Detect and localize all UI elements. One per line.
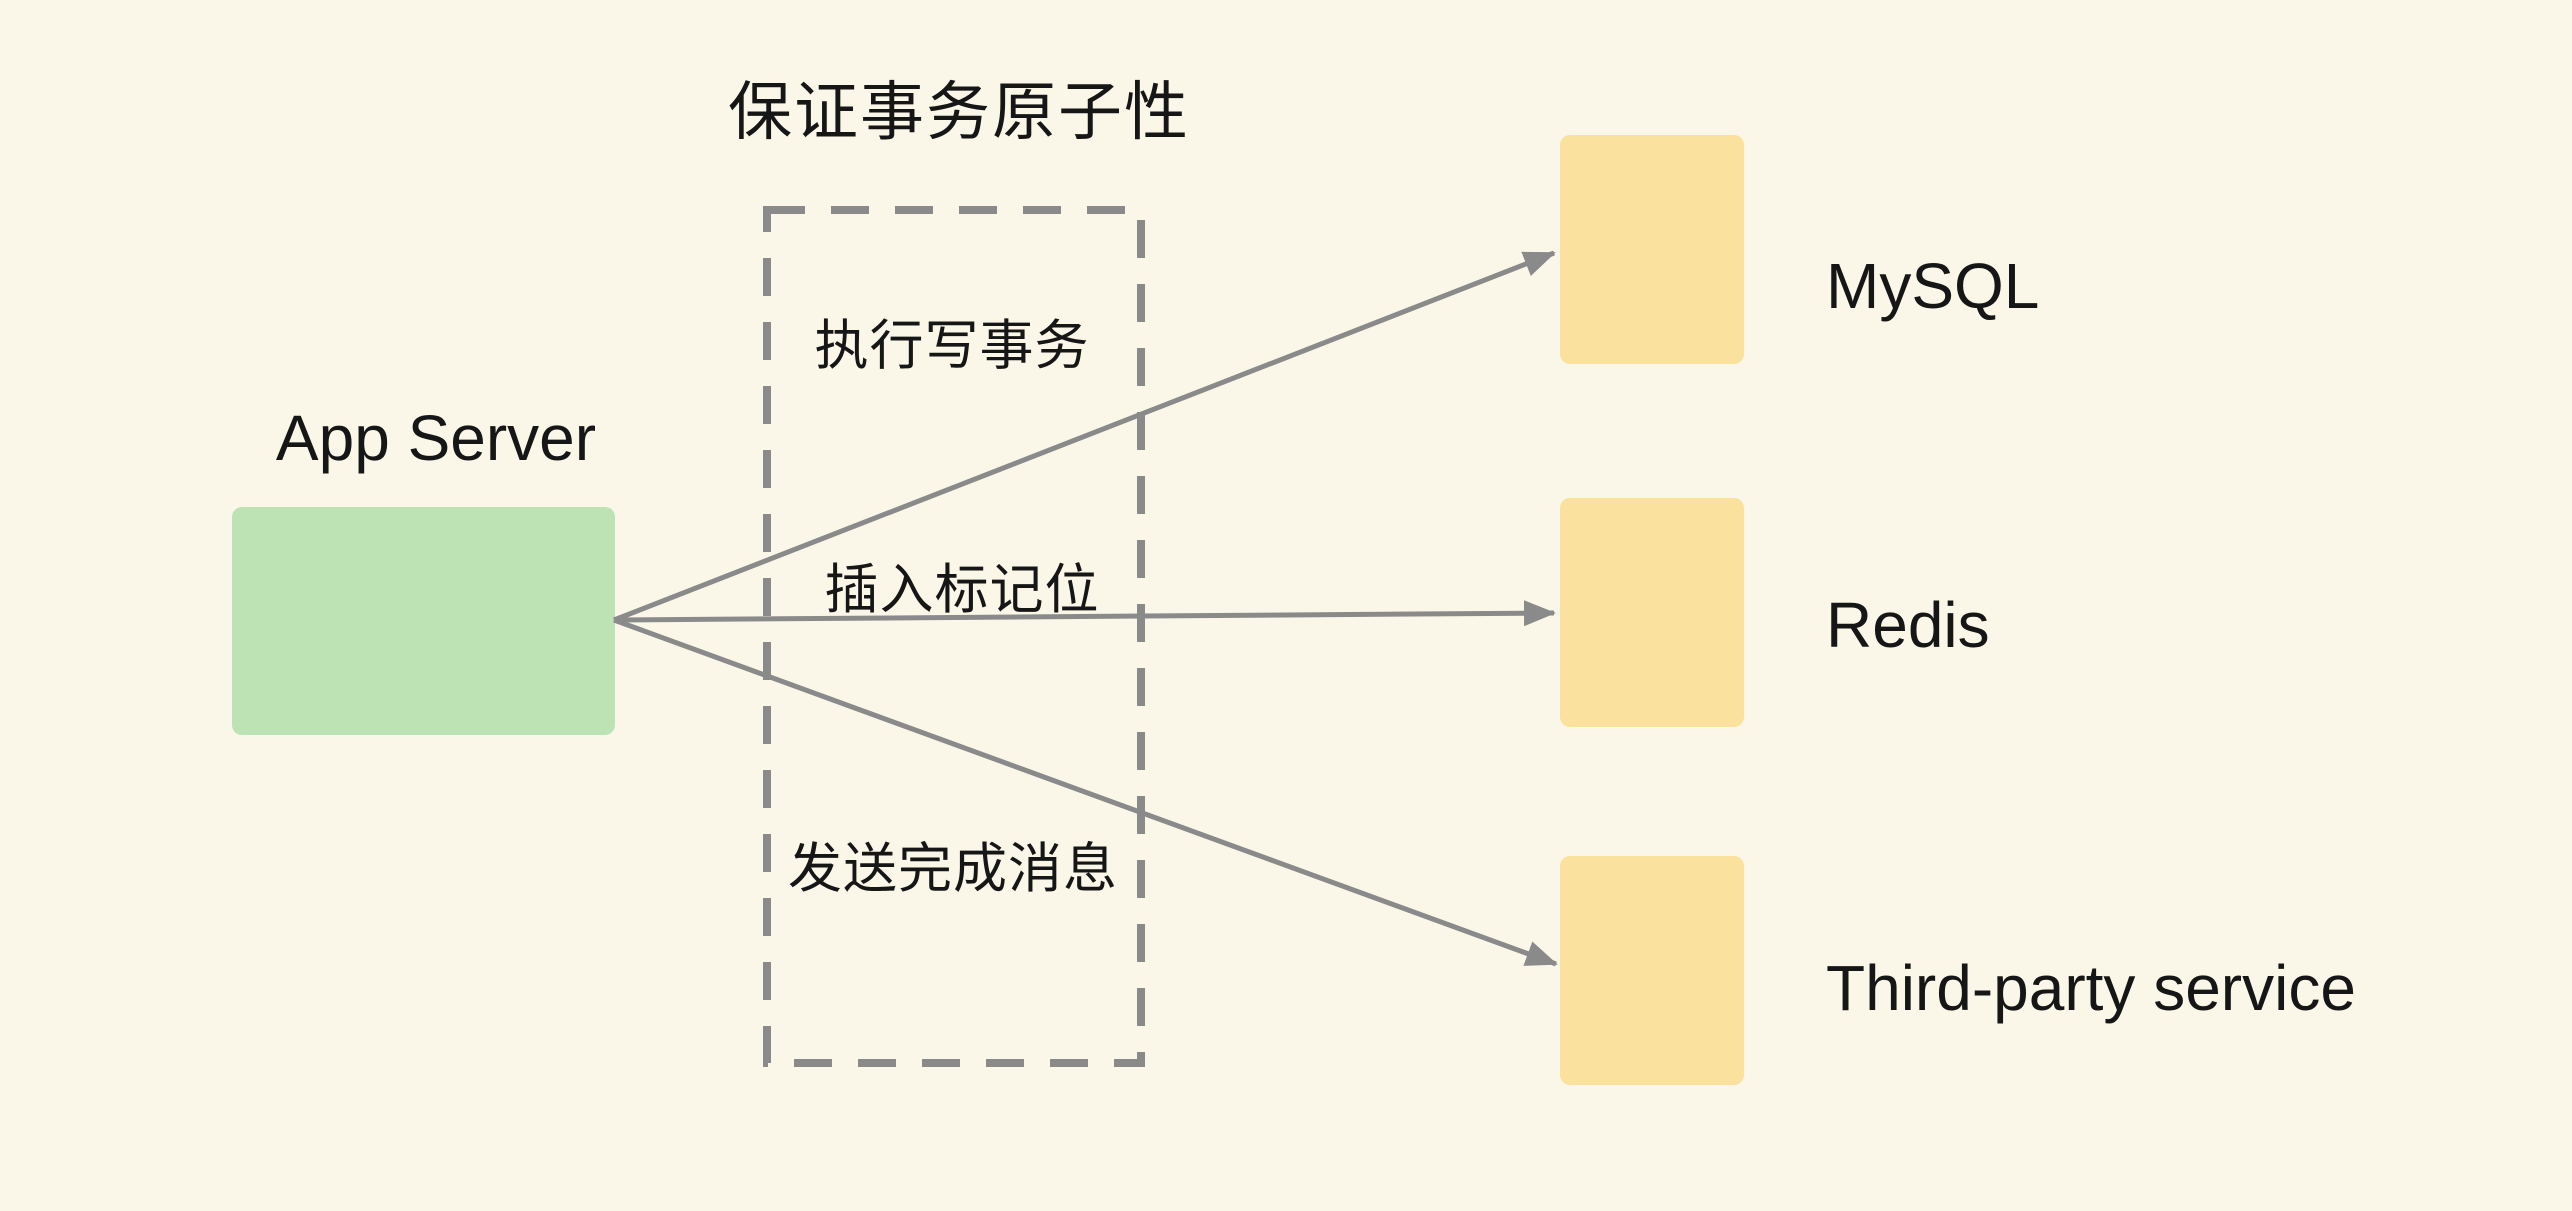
atomicity-boundary-box — [763, 206, 1145, 1067]
mysql-label: MySQL — [1826, 250, 2040, 322]
step-label-write-transaction: 执行写事务 — [814, 316, 1090, 376]
arrow-to-redis — [613, 600, 1556, 627]
arrow-to-mysql — [613, 250, 1556, 623]
third-party-label: Third-party service — [1826, 952, 2356, 1024]
arrow-to-third-party — [613, 617, 1558, 967]
step-label-insert-marker: 插入标记位 — [824, 560, 1100, 620]
app-server-label: App Server — [275, 402, 597, 474]
step-label-send-complete-message: 发送完成消息 — [788, 839, 1118, 899]
third-party-node — [1560, 856, 1744, 1085]
mysql-node — [1560, 135, 1744, 364]
diagram-title: 保证事务原子性 — [728, 76, 1190, 148]
app-server-node — [232, 507, 615, 735]
redis-node — [1560, 498, 1744, 727]
redis-label: Redis — [1826, 589, 1990, 661]
